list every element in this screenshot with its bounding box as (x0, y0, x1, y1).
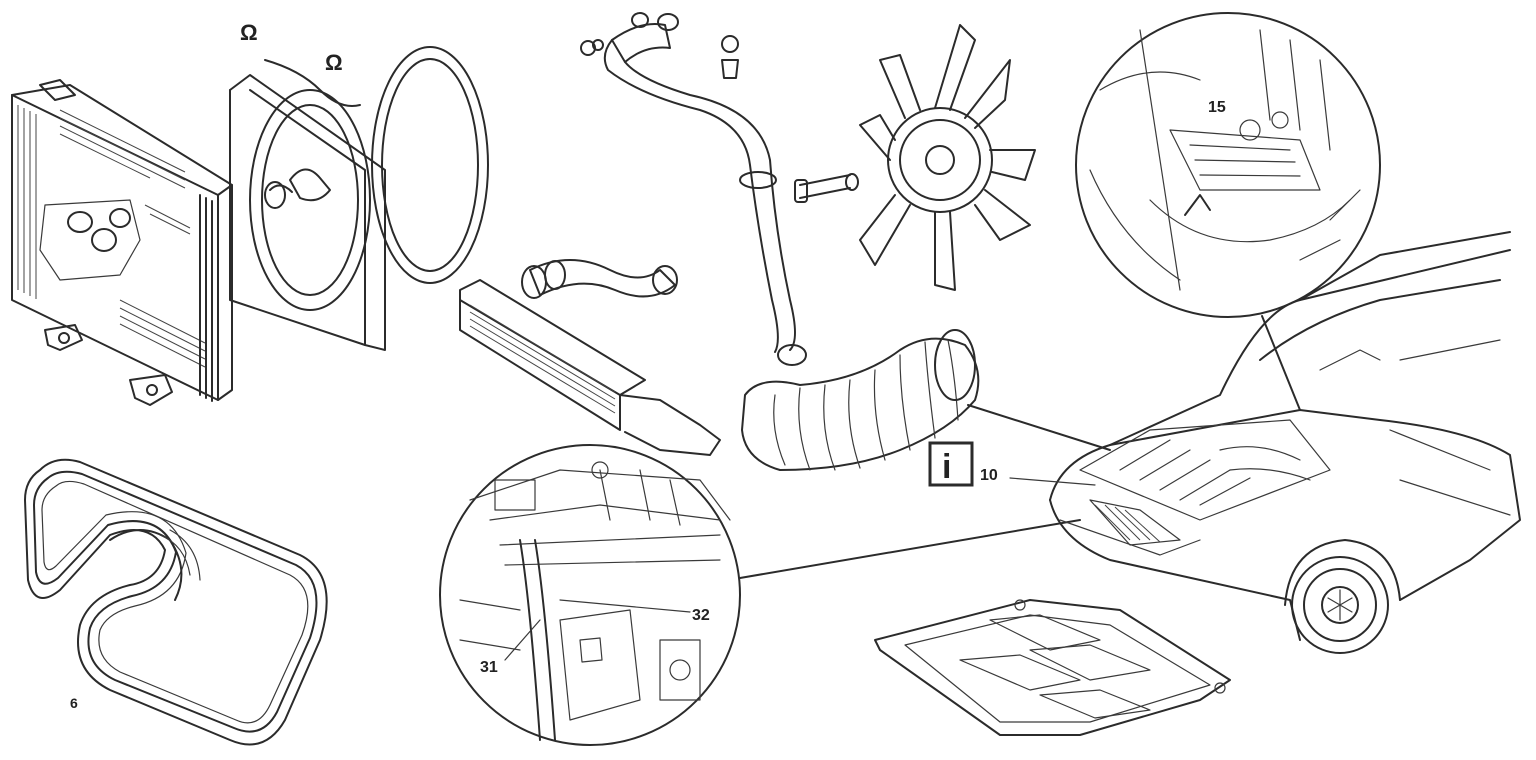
upper-detail-label: 15 (1208, 99, 1226, 116)
lower-detail-view (439, 444, 741, 746)
lower-detail-pointer (739, 519, 1081, 579)
fan-shroud (229, 59, 386, 351)
tab-label-mid: Ω (325, 50, 343, 75)
air-intake-bellows (741, 329, 980, 471)
bellows-pointer (967, 404, 1111, 451)
lower-detail-label-31: 31 (480, 659, 498, 676)
leader-32 (559, 599, 691, 613)
leader-31 (504, 619, 541, 661)
car-body (1049, 231, 1521, 654)
poly-v-belt (24, 458, 328, 746)
upper-detail-view (1075, 12, 1381, 318)
info-leader (1009, 477, 1096, 486)
info-icon: i (942, 448, 951, 486)
upper-detail-pointer (1261, 315, 1301, 411)
upper-coolant-hose (580, 12, 807, 366)
intercooler (459, 279, 721, 456)
lower-coolant-hose (521, 259, 678, 299)
radiator (11, 79, 233, 406)
cooling-fan (794, 24, 1036, 291)
tab-label-top: Ω (240, 20, 258, 45)
lower-detail-label-32: 32 (692, 607, 710, 624)
shroud-ring (371, 46, 489, 284)
underbody-shield (874, 599, 1231, 736)
belt-label: 6 (70, 695, 78, 711)
info-callout: i (928, 441, 974, 487)
info-label: 10 (980, 467, 998, 484)
